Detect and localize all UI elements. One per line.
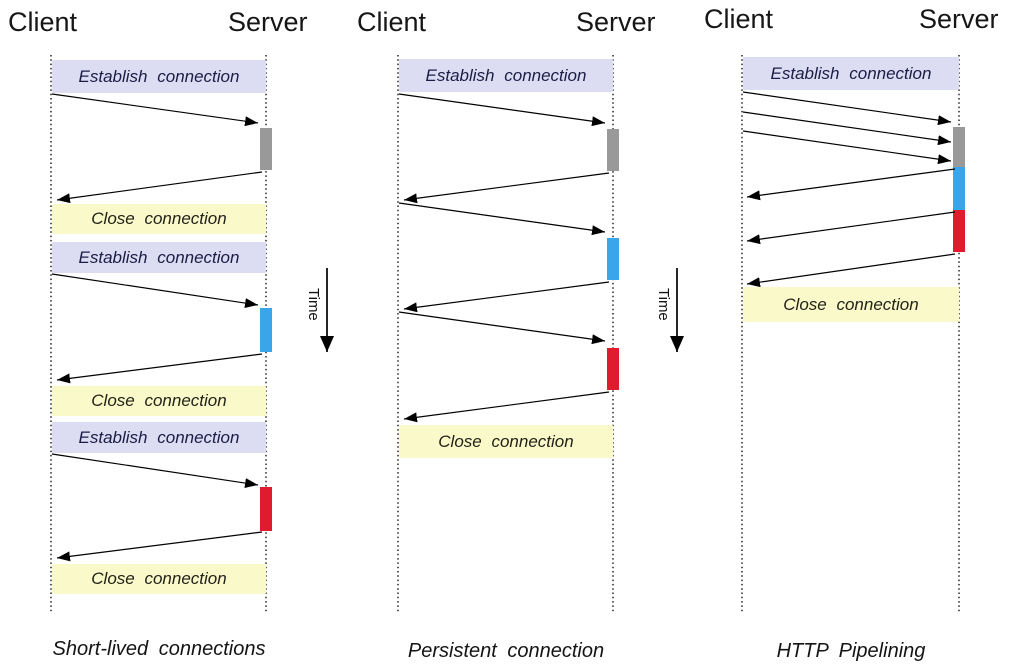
server-processing-bar-gray (260, 128, 272, 170)
establish-connection-text: Establish connection (78, 427, 240, 447)
establish-connection-box: Establish connection (743, 57, 959, 90)
establish-connection-box: Establish connection (52, 60, 266, 93)
close-connection-text: Close connection (438, 431, 574, 451)
request-arrow (398, 311, 606, 345)
close-connection-box: Close connection (743, 287, 959, 322)
server-processing-bar-gray (953, 127, 965, 167)
server-processing-bar-red (607, 348, 619, 390)
panel3-client-label: Client (704, 4, 774, 34)
pipelined-request-arrow (742, 130, 952, 165)
close-connection-box: Close connection (52, 204, 266, 234)
request-arrow (51, 93, 259, 127)
close-connection-box: Close connection (52, 564, 266, 594)
pipelined-request-arrow (742, 91, 952, 126)
panel2-server-label: Server (576, 7, 656, 37)
server-processing-bar-blue (260, 308, 272, 352)
request-arrow (51, 273, 259, 309)
close-connection-text: Close connection (91, 391, 227, 410)
server-processing-bar-gray (607, 129, 619, 171)
panel1-client-label: Client (8, 7, 78, 37)
response-arrow (56, 171, 263, 204)
panel2-caption: Persistent connection (407, 640, 605, 662)
establish-connection-box: Establish connection (399, 59, 613, 92)
establish-connection-text: Establish connection (78, 66, 240, 86)
close-connection-text: Close connection (783, 294, 919, 314)
response-arrow (403, 391, 610, 423)
response-arrow (746, 168, 956, 201)
establish-connection-text: Establish connection (770, 63, 932, 83)
response-arrow (746, 211, 956, 245)
close-connection-box: Close connection (52, 386, 266, 416)
time-label: Time (655, 288, 672, 321)
panel1-server-label: Server (228, 7, 308, 37)
close-connection-text: Close connection (91, 209, 227, 228)
response-arrow (56, 353, 263, 384)
request-arrow (398, 202, 606, 236)
response-arrow (403, 281, 610, 313)
server-processing-bar-blue (607, 238, 619, 280)
establish-connection-text: Establish connection (78, 247, 240, 267)
establish-connection-text: Establish connection (425, 65, 587, 85)
response-arrow (746, 253, 956, 288)
server-processing-bar-red (953, 210, 965, 252)
time-label: Time (305, 288, 322, 321)
panel1-caption: Short-lived connections (52, 638, 266, 660)
establish-connection-box: Establish connection (52, 422, 266, 453)
request-arrow (51, 453, 259, 489)
server-processing-bar-red (260, 487, 272, 531)
response-arrow (403, 172, 610, 204)
pipelined-request-arrow (742, 111, 952, 146)
establish-connection-box: Establish connection (52, 242, 266, 273)
panel2-client-label: Client (357, 7, 427, 37)
panel3-caption: HTTP Pipelining (776, 640, 926, 662)
close-connection-text: Close connection (91, 569, 227, 588)
close-connection-box: Close connection (399, 425, 613, 458)
server-processing-bar-blue (953, 167, 965, 210)
panel3-server-label: Server (919, 4, 999, 34)
request-arrow (398, 93, 606, 127)
response-arrow (56, 531, 263, 562)
